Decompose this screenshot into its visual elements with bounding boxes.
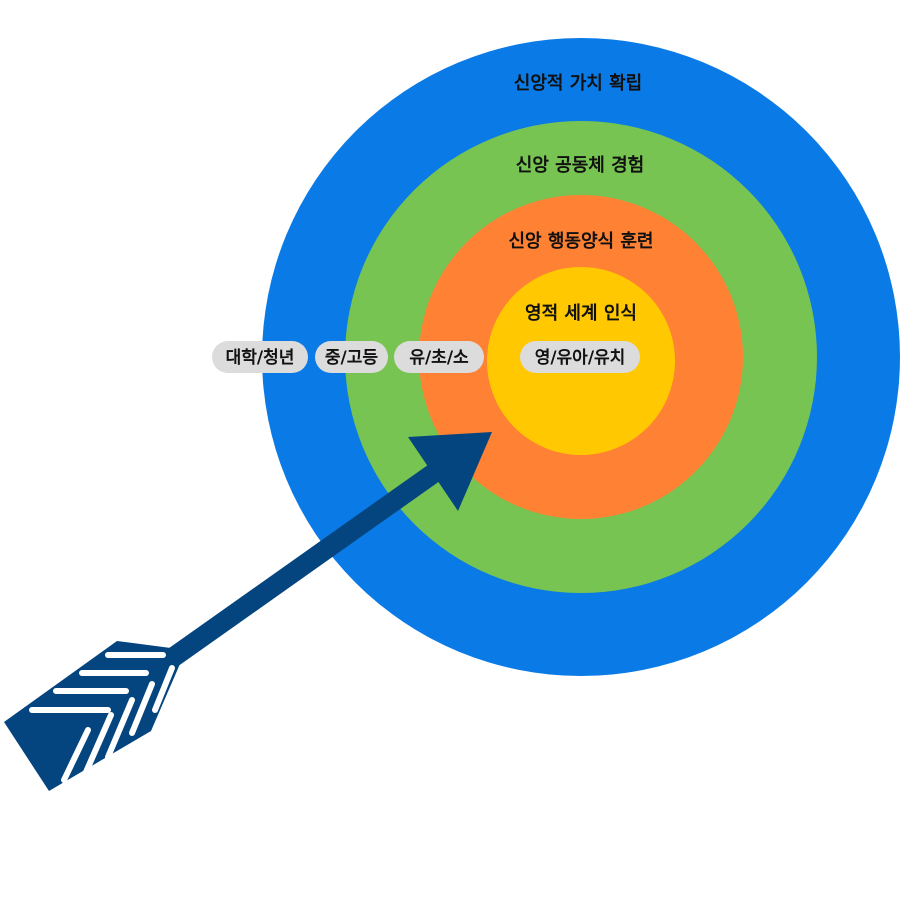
age-pill-outer: 대학/청년 — [212, 341, 308, 373]
arrow-fletching-stripes — [29, 652, 175, 783]
arrow-icon — [4, 432, 492, 791]
core-title: 영적 세계 인식 — [525, 303, 637, 324]
age-pill-core: 영/유아/유치 — [520, 341, 640, 373]
age-pill-core-bg — [520, 341, 640, 373]
age-pill-second: 중/고등 — [315, 341, 388, 373]
arrow-head — [408, 432, 492, 511]
third-ring-title: 신앙 행동양식 훈련 — [508, 230, 653, 252]
age-pill-outer-label: 대학/청년 — [226, 347, 295, 368]
second-ring-title: 신앙 공동체 경험 — [516, 154, 644, 176]
age-pill-third-label: 유/초/소 — [409, 348, 469, 368]
age-pill-third-bg — [394, 341, 484, 373]
arrow-fletching — [4, 641, 186, 791]
age-pill-third: 유/초/소 — [394, 341, 484, 373]
age-pill-outer-bg — [212, 341, 308, 373]
age-pill-core-label: 영/유아/유치 — [535, 348, 626, 368]
age-pill-second-bg — [315, 341, 388, 373]
outer-ring-title: 신앙적 가치 확립 — [514, 73, 642, 94]
age-pill-second-label: 중/고등 — [325, 348, 378, 368]
